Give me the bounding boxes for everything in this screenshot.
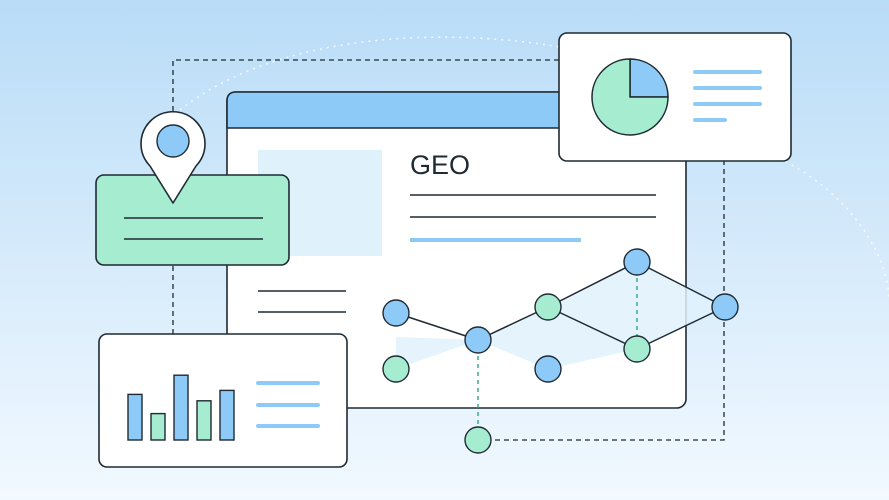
graph-node <box>464 426 492 454</box>
pie-slice <box>591 58 669 136</box>
background-arc-right <box>759 149 889 301</box>
page-heading: GEO <box>410 150 470 180</box>
bar <box>173 374 189 441</box>
bar <box>127 393 143 441</box>
location-card <box>95 174 290 266</box>
graph-node <box>623 335 651 363</box>
pie-chart-icon <box>591 58 669 136</box>
graph-node <box>711 293 739 321</box>
bar <box>196 400 212 441</box>
bar <box>219 389 235 441</box>
graph-node <box>534 293 562 321</box>
graph-node <box>382 299 410 327</box>
bar-chart-icon <box>127 374 235 441</box>
bar-card <box>98 333 348 468</box>
pie-card <box>558 32 792 162</box>
location-pin-icon <box>140 110 206 204</box>
network-graph-icon <box>382 248 739 454</box>
graph-node <box>382 355 410 383</box>
graph-node <box>534 355 562 383</box>
bar <box>150 412 166 441</box>
graph-node <box>464 326 492 354</box>
pie-slice <box>629 58 669 98</box>
graph-node <box>623 248 651 276</box>
